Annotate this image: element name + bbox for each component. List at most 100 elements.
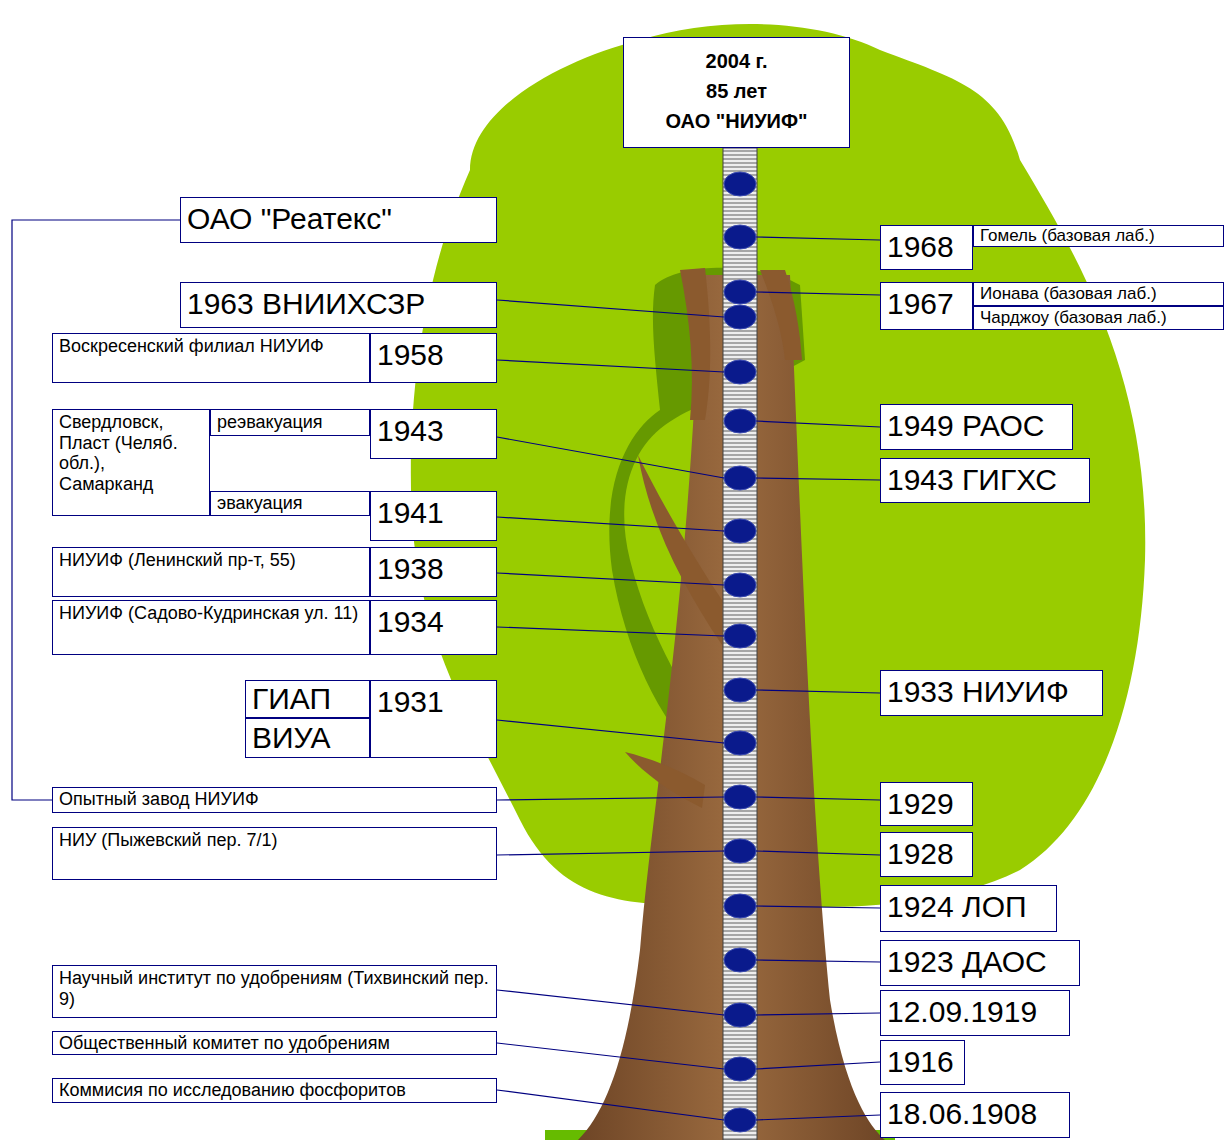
timeline-dot: [724, 624, 756, 648]
timeline-box: НИУИФ (Ленинский пр-т, 55): [52, 547, 370, 597]
leader-line: [756, 237, 880, 240]
leader-line: [756, 1013, 880, 1015]
leader-lines: [497, 237, 880, 1120]
box-text: 1931: [377, 685, 490, 720]
timeline-dot: [724, 225, 756, 249]
box-text: Ионава (базовая лаб.): [980, 284, 1217, 304]
title-text: 2004 г.: [630, 46, 843, 76]
box-text: 1934: [377, 605, 490, 640]
box-text: 1958: [377, 338, 490, 373]
box-text: ГИАП: [252, 682, 363, 717]
box-text: 1916: [887, 1045, 958, 1080]
leader-line: [756, 292, 880, 295]
title-text: 85 лет: [630, 76, 843, 106]
timeline-box: НИУИФ (Садово-Кудринская ул. 11): [52, 600, 370, 655]
timeline-box: Чарджоу (базовая лаб.): [973, 306, 1224, 330]
box-text: 1924 ЛОП: [887, 890, 1050, 925]
box-text: эвакуация: [217, 493, 363, 514]
timeline-box: 1916: [880, 1040, 965, 1085]
leader-line: [497, 300, 724, 317]
leader-line: [497, 720, 724, 743]
timeline-box: 1963 ВНИИХСЗР: [180, 282, 497, 328]
timeline-box: Общественный комитет по удобрениям: [52, 1031, 497, 1055]
box-text: Научный институт по удобрениям (Тихвинск…: [59, 968, 490, 1009]
timeline-box: ВИУА: [245, 718, 370, 758]
box-text: 1967: [887, 287, 966, 322]
box-text: реэвакуация: [217, 412, 363, 433]
timeline-box: эвакуация: [210, 491, 370, 516]
timeline-dot: [724, 948, 756, 972]
timeline-dot: [724, 1108, 756, 1132]
timeline-box: 1929: [880, 782, 973, 826]
timeline-dot: [724, 280, 756, 304]
timeline-box: Гомель (базовая лаб.): [973, 225, 1224, 247]
leader-line: [497, 1090, 724, 1120]
timeline-box: 12.09.1919: [880, 990, 1070, 1036]
timeline-dot: [724, 466, 756, 490]
timeline-box: 1934: [370, 600, 497, 655]
box-text: 18.06.1908: [887, 1097, 1063, 1132]
timeline-box: 18.06.1908: [880, 1092, 1070, 1138]
box-text: Чарджоу (базовая лаб.): [980, 308, 1217, 328]
timeline-box: 1928: [880, 832, 973, 877]
timeline-dot: [724, 573, 756, 597]
box-text: НИУ (Пыжевский пер. 7/1): [59, 830, 490, 851]
leader-line: [497, 437, 724, 478]
box-text: 1949 РАОС: [887, 409, 1066, 444]
box-text: 1943 ГИГХС: [887, 463, 1083, 498]
timeline-box: Воскресенский филиал НИУИФ: [52, 333, 370, 383]
title-text: ОАО "НИУИФ": [630, 106, 843, 136]
timeline-dot: [724, 785, 756, 809]
timeline-box: 1958: [370, 333, 497, 383]
box-text: 1933 НИУИФ: [887, 675, 1096, 710]
leader-line: [497, 517, 724, 531]
box-text: НИУИФ (Ленинский пр-т, 55): [59, 550, 363, 571]
leader-line: [497, 990, 724, 1015]
leader-line: [756, 690, 880, 693]
box-text: 12.09.1919: [887, 995, 1063, 1030]
timeline-box: 1923 ДАОС: [880, 940, 1080, 986]
timeline-dot: [724, 1057, 756, 1081]
box-text: ВИУА: [252, 721, 363, 756]
timeline-box: ОАО "Реатекс": [180, 197, 497, 243]
title-box: 2004 г.85 летОАО "НИУИФ": [623, 37, 850, 148]
leader-line: [756, 421, 880, 427]
timeline-dot: [724, 678, 756, 702]
leader-line: [756, 906, 880, 908]
timeline-dot: [724, 519, 756, 543]
timeline-dot: [724, 894, 756, 918]
timeline-dot: [724, 172, 756, 196]
timeline-box: 1933 НИУИФ: [880, 670, 1103, 716]
timeline-box: 1968: [880, 225, 973, 270]
timeline-dot: [724, 305, 756, 329]
timeline-box: Научный институт по удобрениям (Тихвинск…: [52, 965, 497, 1018]
box-text: 1928: [887, 837, 966, 872]
timeline-dot: [724, 839, 756, 863]
box-text: 1963 ВНИИХСЗР: [187, 287, 490, 322]
leader-line: [756, 851, 880, 855]
timeline-box: Коммисия по исследованию фосфоритов: [52, 1078, 497, 1103]
box-text: Гомель (базовая лаб.): [980, 226, 1217, 246]
box-text: 1941: [377, 496, 490, 531]
timeline-box: 1938: [370, 547, 497, 597]
box-text: 1938: [377, 552, 490, 587]
box-text: Воскресенский филиал НИУИФ: [59, 336, 363, 357]
box-text: Общественный комитет по удобрениям: [59, 1033, 490, 1054]
box-text: Коммисия по исследованию фосфоритов: [59, 1080, 490, 1101]
timeline-box: 1941: [370, 491, 497, 541]
leader-line: [497, 1043, 724, 1069]
timeline-dot: [724, 1003, 756, 1027]
tree-branch: [680, 268, 710, 420]
leader-line: [756, 478, 880, 480]
tree-branch: [625, 752, 705, 808]
timeline-dot: [724, 360, 756, 384]
timeline-box: 1931: [370, 680, 497, 758]
leader-line: [497, 360, 724, 372]
timeline-box: Ионава (базовая лаб.): [973, 282, 1224, 306]
timeline-box: НИУ (Пыжевский пер. 7/1): [52, 827, 497, 880]
leader-line: [756, 1062, 880, 1069]
leader-line: [497, 573, 724, 585]
leader-line: [497, 851, 724, 855]
timeline-box: Свердловск, Пласт (Челяб. обл.), Самарка…: [52, 409, 210, 516]
